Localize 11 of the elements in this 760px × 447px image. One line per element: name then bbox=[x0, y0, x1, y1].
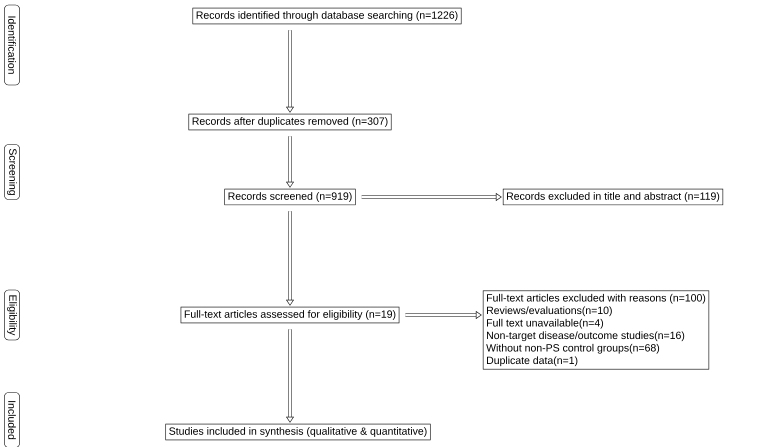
stage-label: Eligibility bbox=[4, 290, 20, 340]
stage-label: Screening bbox=[4, 144, 20, 200]
stage-label: Included bbox=[4, 392, 20, 447]
process-box: Studies included in synthesis (qualitative & quantitative) bbox=[165, 424, 431, 440]
process-box: Records screened (n=919) bbox=[224, 188, 356, 206]
process-box: Records excluded in title and abstract (n=119) bbox=[502, 188, 724, 206]
stage-label: Identification bbox=[4, 4, 20, 86]
process-box: Records identified through database searching (n=1226) bbox=[192, 8, 462, 24]
process-box: Full-text articles excluded with reasons (n=100) Reviews/evaluations(n=10) Full text unavailable(n=4) Non-target disease/outcome studies(n=16) Without non-PS control groups(n=68) Duplicate data(n=1) bbox=[482, 290, 710, 370]
process-box: Full-text articles assessed for eligibility (n=19) bbox=[180, 306, 400, 324]
process-box: Records after duplicates removed (n=307) bbox=[188, 114, 392, 130]
